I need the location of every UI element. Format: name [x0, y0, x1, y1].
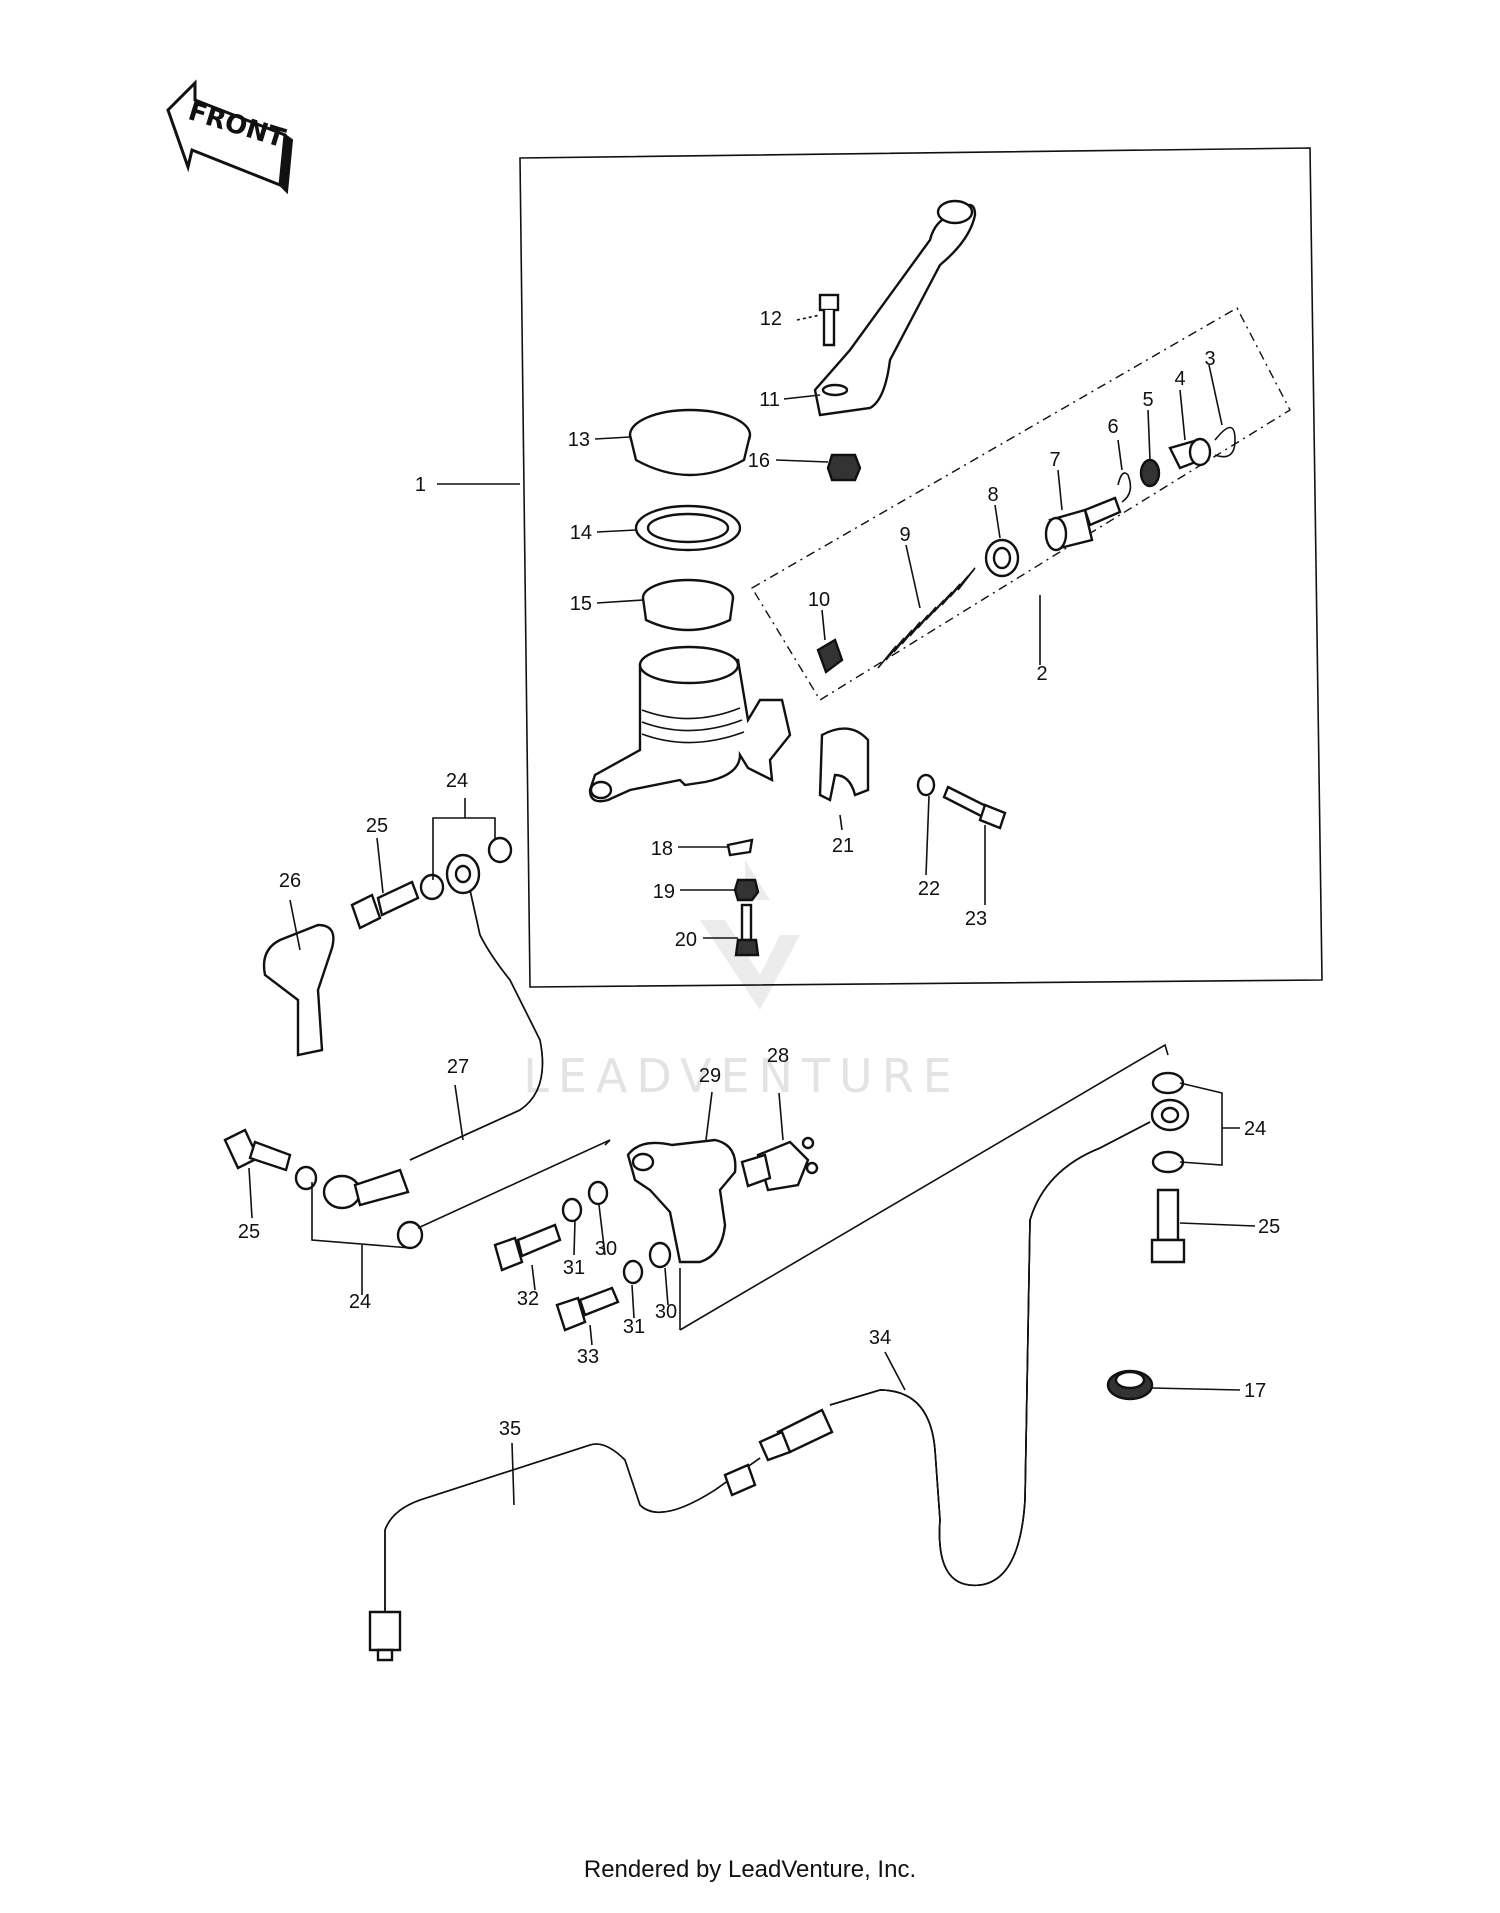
callout-31-a: 31 [563, 1257, 585, 1279]
callout-15: 15 [570, 593, 592, 615]
callout-35: 35 [499, 1418, 521, 1440]
callout-25-left: 25 [238, 1221, 260, 1243]
brake-hose-27 [409, 889, 544, 1161]
callout-20: 20 [675, 929, 697, 951]
diaphragm-plate-15 [641, 578, 735, 632]
washer-24-right-a [1151, 1071, 1185, 1095]
watermark: LEADVENTURE [523, 860, 961, 1103]
callout-22: 22 [918, 878, 940, 900]
callout-16: 16 [748, 450, 770, 472]
stopper-5 [1139, 458, 1161, 488]
front-arrow-icon: FRONT [166, 79, 294, 195]
washer-22 [916, 773, 936, 797]
callout-25-upper: 25 [366, 815, 388, 837]
callout-34: 34 [869, 1327, 891, 1349]
washer-24-left-a [294, 1165, 318, 1191]
callout-13: 13 [568, 429, 590, 451]
brake-lever [813, 199, 977, 417]
washer-18 [726, 838, 754, 857]
banjo-bolt-25-right [1150, 1188, 1186, 1264]
circlip-6 [1117, 472, 1132, 503]
banjo-bolt-25-left [223, 1128, 292, 1172]
callout-12: 12 [760, 308, 782, 330]
callout-26: 26 [279, 870, 301, 892]
callout-6: 6 [1107, 416, 1118, 438]
callout-29: 29 [699, 1065, 721, 1087]
bolt-33 [555, 1286, 620, 1332]
washer-24-right-b [1151, 1150, 1185, 1174]
callout-25-right: 25 [1258, 1216, 1280, 1238]
screw-20 [734, 903, 760, 957]
pipe-35-fitting-lower [368, 1610, 402, 1662]
pipe-35-fitting-upper [723, 1463, 757, 1497]
callout-19: 19 [653, 881, 675, 903]
callout-14: 14 [570, 522, 592, 544]
washer-30-a [587, 1180, 609, 1206]
callout-23: 23 [965, 908, 987, 930]
washer-24-left-b [396, 1220, 424, 1250]
washer-24-upper-a [487, 836, 513, 864]
brake-joint-29 [626, 1138, 737, 1264]
piston-kit-frame-2 [751, 307, 1291, 701]
handlebar-clamp-21 [818, 727, 870, 802]
cup-8 [984, 538, 1020, 578]
circlip-3 [1214, 426, 1236, 458]
callout-24-lower: 24 [349, 1291, 371, 1313]
watermark-text: LEADVENTURE [523, 1049, 961, 1103]
washer-30-b [648, 1241, 672, 1269]
footer-credit: Rendered by LeadVenture, Inc. [583, 1856, 917, 1883]
callout-7: 7 [1049, 449, 1060, 471]
brake-hose-34 [829, 1121, 1151, 1587]
banjo-fitting-upper [445, 853, 481, 895]
callout-33: 33 [577, 1346, 599, 1368]
washer-31-a [561, 1197, 583, 1223]
callout-18: 18 [651, 838, 673, 860]
callout-31-b: 31 [623, 1316, 645, 1338]
assembly-frame-1 [519, 147, 1323, 988]
callout-21: 21 [832, 835, 854, 857]
nut-19 [733, 878, 760, 902]
boot-4 [1168, 437, 1212, 470]
banjo-fitting-right [1150, 1098, 1190, 1132]
spring-9 [877, 567, 976, 669]
callout-11: 11 [759, 389, 780, 411]
callout-1: 1 [415, 474, 426, 496]
brake-switch-28 [740, 1136, 819, 1192]
callout-17: 17 [1244, 1380, 1266, 1402]
callout-10: 10 [808, 589, 830, 611]
clamp-bolt-23 [942, 785, 1007, 830]
master-cylinder-body [588, 645, 792, 803]
reservoir-cap-13 [628, 408, 752, 477]
grommet-17 [1106, 1369, 1154, 1401]
piston-7 [1044, 496, 1122, 552]
callout-3: 3 [1204, 348, 1215, 370]
callout-8: 8 [987, 484, 998, 506]
washer-31-b [622, 1259, 644, 1285]
bolt-32 [493, 1223, 562, 1272]
washer-24-upper-b [419, 873, 445, 901]
callout-30-a: 30 [595, 1238, 617, 1260]
check-valve-10 [816, 638, 844, 674]
callout-32: 32 [517, 1288, 539, 1310]
callout-4: 4 [1174, 368, 1185, 390]
callout-24-right: 24 [1244, 1118, 1266, 1140]
callout-30-b: 30 [655, 1301, 677, 1323]
callouts: 1 2 3 4 5 6 7 8 9 10 11 12 13 14 15 16 1… [238, 308, 1280, 1440]
leader-lines [248, 314, 1256, 1506]
lever-nut-16 [826, 453, 862, 482]
hose-34-fitting [758, 1408, 834, 1462]
banjo-bolt-25-upper [350, 880, 420, 930]
callout-9: 9 [899, 524, 910, 546]
banjo-fitting-lower-left [322, 1168, 410, 1210]
callout-5: 5 [1142, 389, 1153, 411]
callout-24-upper: 24 [446, 770, 468, 792]
callout-27: 27 [447, 1056, 469, 1078]
brake-pipe-35 [384, 1443, 761, 1640]
callout-28: 28 [767, 1045, 789, 1067]
bolt-cover-26 [262, 923, 335, 1057]
callout-2: 2 [1036, 663, 1047, 685]
lever-bolt-12 [818, 293, 840, 347]
